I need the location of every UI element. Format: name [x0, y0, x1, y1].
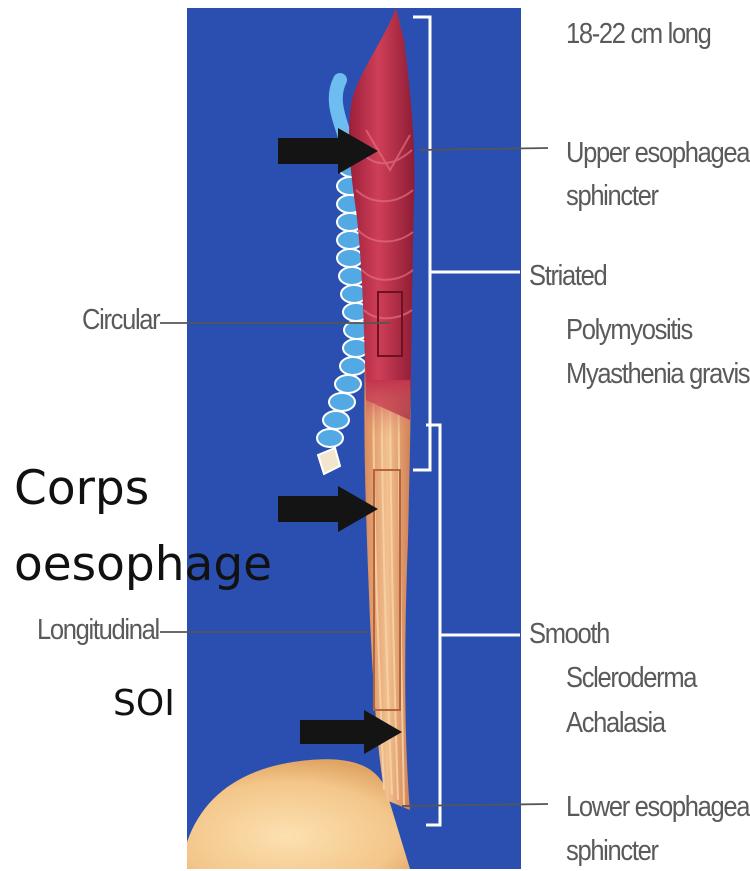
circular-label: Circular: [82, 300, 159, 340]
scleroderma-label: Scleroderma: [566, 658, 696, 698]
soi-annotation: SOI: [113, 684, 175, 724]
striated-label: Striated: [529, 256, 606, 296]
corps-annotation: Corps: [14, 458, 149, 520]
les-label-line2: sphincter: [566, 831, 658, 871]
les-label-line1: Lower esophageal: [566, 787, 750, 827]
ues-label-line1: Upper esophageal: [566, 133, 750, 173]
smooth-label: Smooth: [529, 614, 609, 654]
striated-fade: [366, 380, 410, 440]
oesophage-annotation: oesophage: [14, 534, 272, 596]
myasthenia-label: Myasthenia gravis: [566, 354, 749, 394]
achalasia-label: Achalasia: [566, 703, 665, 743]
ues-label-line2: sphincter: [566, 176, 658, 216]
length-label: 18-22 cm long: [566, 14, 711, 54]
polymyositis-label: Polymyositis: [566, 310, 692, 350]
longitudinal-label: Longitudinal: [37, 610, 159, 650]
